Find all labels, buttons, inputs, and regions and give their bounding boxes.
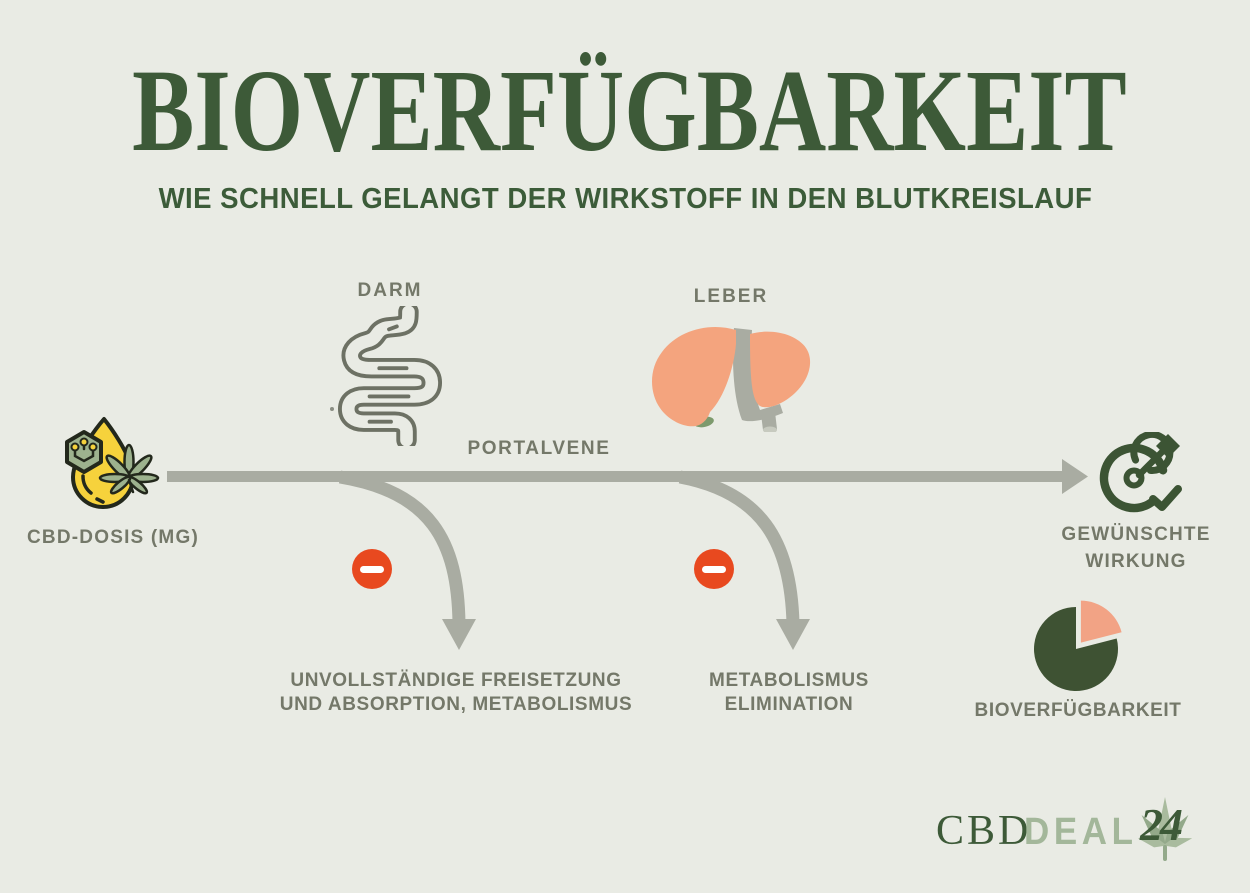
pie-slice-exploded xyxy=(1080,600,1122,643)
molecule-atom xyxy=(70,442,80,452)
liver-left-lobe xyxy=(652,326,736,427)
molecule-hexagon xyxy=(65,430,103,474)
logo-leaf-icon xyxy=(1137,797,1193,861)
leber-label: LEBER xyxy=(693,286,769,307)
portal-vein xyxy=(732,328,783,422)
branch-arrow-1-head xyxy=(442,619,476,650)
page-title: BIOVERFÜGBARKEIT xyxy=(132,45,1127,176)
branch-arrow-2 xyxy=(678,470,800,625)
logo-text-cbd: CBD xyxy=(936,808,1032,854)
intestine-fold-lines xyxy=(367,324,411,424)
vein-tube-cap xyxy=(763,426,777,432)
intestine-icon xyxy=(337,306,443,446)
liver-right-lobe xyxy=(750,331,811,408)
target-outer-ring xyxy=(1099,443,1168,513)
portalvene-label: PORTALVENE xyxy=(467,438,611,459)
main-arrow-shaft xyxy=(167,471,1064,482)
target-bullseye xyxy=(1123,467,1145,489)
intestine-tube-inner xyxy=(341,306,439,446)
liver-icon xyxy=(652,326,811,432)
branch-arrow-1 xyxy=(338,470,466,625)
molecule-atom xyxy=(88,442,98,452)
cannabis-leaf xyxy=(98,443,160,495)
target-middle-ring xyxy=(1130,432,1174,474)
branch-arrow-2-head xyxy=(776,619,810,650)
molecule-atom xyxy=(79,437,89,447)
minus-circle-icon xyxy=(694,549,734,589)
pie-slice-main xyxy=(1033,607,1118,691)
bioavailability-pie-chart xyxy=(1033,600,1122,691)
drop-highlight xyxy=(81,474,93,495)
bioverfuegbarkeit-label: BIOVERFÜGBARKEIT xyxy=(974,700,1182,721)
drop-highlight-dash xyxy=(95,497,105,504)
darm-label: DARM xyxy=(357,280,423,301)
minus-circle-icon xyxy=(352,549,392,589)
target-arrow-check-icon xyxy=(1099,432,1182,513)
logo-badge-24: 24 xyxy=(1140,799,1183,850)
page-subtitle: WIE SCHNELL GELANGT DER WIRKSTOFF IN DEN… xyxy=(158,183,1092,215)
logo-text-deal: DEAL xyxy=(1024,811,1138,853)
checkmark xyxy=(1149,485,1182,511)
main-arrow-head xyxy=(1062,459,1088,494)
artwork-speck xyxy=(330,407,334,411)
dart-fletching xyxy=(1156,434,1180,458)
cbd-oil-drop-icon xyxy=(65,417,160,509)
cbd-dosis-label: CBD-DOSIS (MG) xyxy=(27,527,199,548)
